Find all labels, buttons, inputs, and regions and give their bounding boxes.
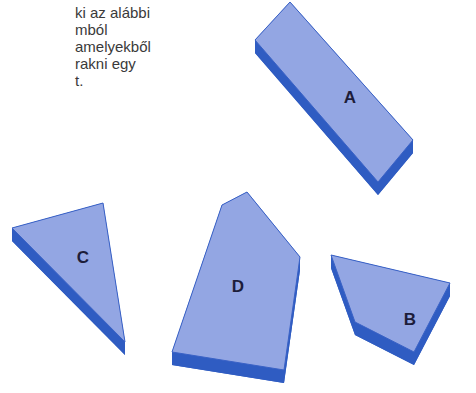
instruction-text: rakni egy [75,55,136,72]
instruction-text: ki az alábbi [75,4,150,21]
puzzle-piece: C [12,203,125,355]
instruction-text: amelyekből [75,38,151,55]
puzzle-piece: B [331,255,450,365]
piece-shape [255,2,413,195]
piece-face [12,203,125,342]
piece-letter: B [404,310,416,330]
piece-face [172,192,300,370]
piece-letter: A [344,88,356,108]
piece-shape [331,255,450,365]
piece-letter: C [77,248,89,268]
instruction-text: t. [75,72,83,89]
piece-shape [12,203,125,355]
puzzle-piece: D [172,192,300,383]
puzzle-piece: A [255,2,413,195]
instruction-text: mból [75,21,108,38]
piece-letter: D [232,277,244,297]
piece-face [331,255,450,352]
piece-face [255,2,413,182]
